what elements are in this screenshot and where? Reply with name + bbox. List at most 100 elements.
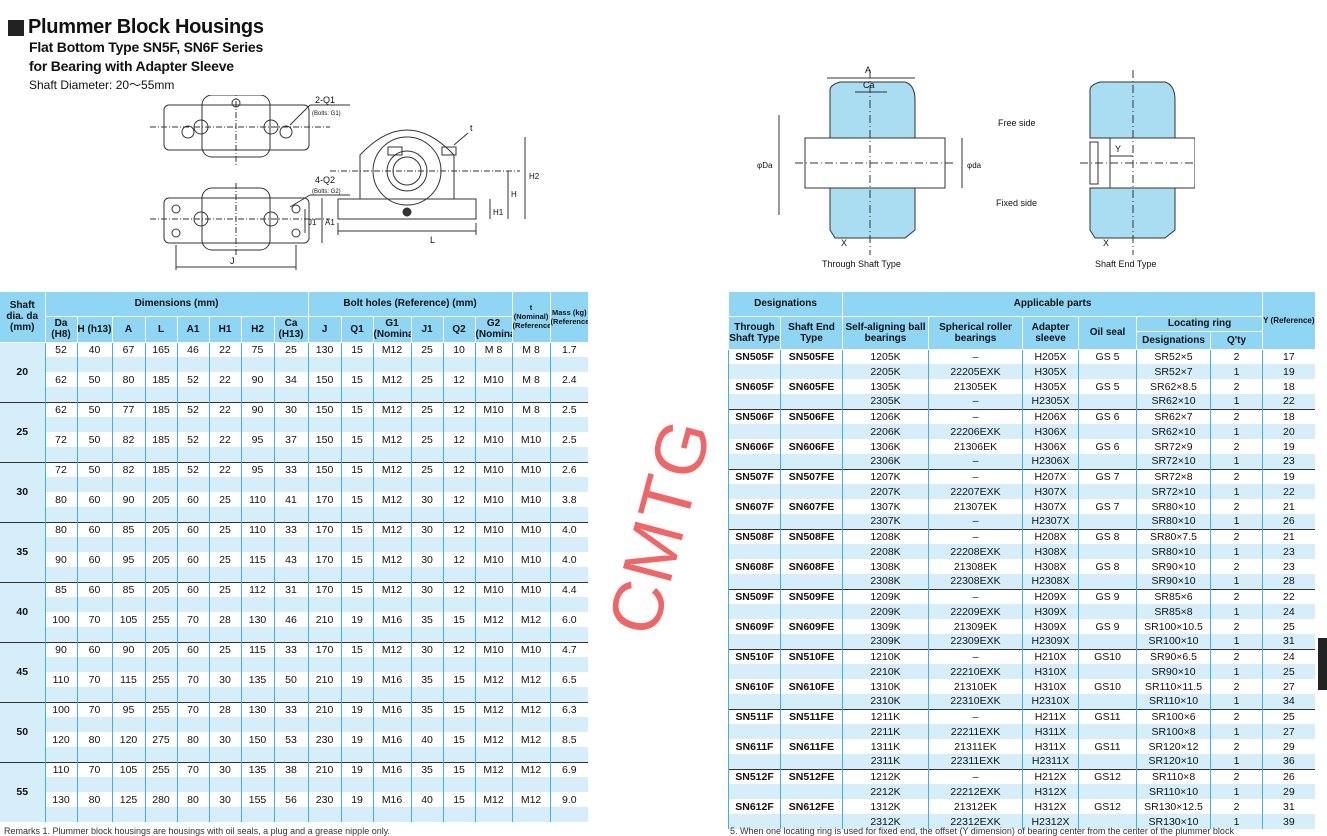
dim-cell: 82 xyxy=(111,432,145,447)
dim-cell xyxy=(111,687,145,702)
housing-end-designation: SN509FE xyxy=(779,588,843,604)
dim-cell: 12 xyxy=(442,641,476,657)
dim-cell: M10 xyxy=(474,432,513,447)
dim-cell: 6.0 xyxy=(549,612,589,627)
dim-cell: 80 xyxy=(76,732,112,747)
dim-cell: 12 xyxy=(442,581,476,597)
footer-remarks: Remarks 1. Plummer block housings are ho… xyxy=(4,826,391,836)
ring-designation: SR90×10 xyxy=(1136,664,1211,679)
adapter-sleeve: H307X xyxy=(1022,484,1079,499)
dim-cell xyxy=(273,687,309,702)
dim-cell xyxy=(144,657,177,672)
dim-cell: 35 xyxy=(410,612,444,627)
roller-bearing: – xyxy=(928,768,1023,784)
shaft-diameter: 40 xyxy=(0,581,45,642)
dim-cell xyxy=(372,777,412,792)
housing-through-designation: SN605F xyxy=(728,379,781,394)
dim-cell: 19 xyxy=(340,701,374,717)
ring-designation: SR110×10 xyxy=(1136,694,1211,709)
dim-cell: 135 xyxy=(240,672,274,687)
dim-cell: 12 xyxy=(442,521,476,537)
dim-cell xyxy=(372,447,412,462)
dim-cell: M12 xyxy=(474,732,513,747)
dim-cell xyxy=(273,567,309,582)
dim-cell xyxy=(176,507,209,522)
dim-cell xyxy=(307,447,342,462)
housing-through-designation: SN611F xyxy=(728,739,781,754)
oil-seal xyxy=(1078,724,1137,739)
dim-cell: 210 xyxy=(307,701,342,717)
shaft-diameter: 55 xyxy=(0,761,45,822)
ball-bearing: 1207K xyxy=(842,468,929,484)
housing-end-designation xyxy=(779,544,843,559)
roller-bearing: – xyxy=(928,394,1023,409)
dim-cell: M10 xyxy=(511,552,551,567)
dim-cell: 9.0 xyxy=(549,792,589,807)
dim-cell: 60 xyxy=(176,581,209,597)
dim-cell: 25 xyxy=(410,401,444,417)
dim-cell: M10 xyxy=(474,552,513,567)
housing-end-designation xyxy=(779,484,843,499)
dim-cell xyxy=(474,357,513,372)
dim-cell xyxy=(372,747,412,762)
dim-cell: 255 xyxy=(144,672,177,687)
dim-cell xyxy=(511,387,551,402)
housing-through-designation: SN610F xyxy=(728,679,781,694)
dim-cell: 38 xyxy=(273,761,309,777)
dim-cell xyxy=(340,777,374,792)
dim-cell: 33 xyxy=(273,521,309,537)
housing-end-designation xyxy=(779,814,843,829)
dim-cell: M 8 xyxy=(474,341,513,357)
ball-bearing: 1312K xyxy=(842,799,929,814)
adapter-sleeve: H2308X xyxy=(1022,574,1079,589)
oil-seal: GS12 xyxy=(1078,799,1137,814)
dim-cell xyxy=(144,807,177,822)
dim-cell: 40 xyxy=(410,792,444,807)
ring-qty: 1 xyxy=(1210,544,1263,559)
table-row xyxy=(0,657,589,672)
dim-cell xyxy=(474,657,513,672)
dim-cell xyxy=(442,447,476,462)
roller-bearing: – xyxy=(928,514,1023,529)
dim-cell xyxy=(208,507,241,522)
dim-cell xyxy=(111,567,145,582)
dim-cell: 72 xyxy=(44,461,77,477)
housing-through-designation: SN510F xyxy=(728,648,781,664)
through-caption: Through Shaft Type xyxy=(822,259,901,269)
housing-through-designation: SN608F xyxy=(728,559,781,574)
dim-cell: 115 xyxy=(111,672,145,687)
title-square-icon xyxy=(8,19,24,36)
dim-cell xyxy=(240,627,274,642)
ring-qty: 2 xyxy=(1210,439,1263,454)
dim-cell xyxy=(340,747,374,762)
dim-cell xyxy=(208,387,241,402)
housing-through-designation: SN512F xyxy=(728,768,781,784)
dim-cell: 22 xyxy=(208,341,241,357)
dim-cell xyxy=(44,717,77,732)
dim-cell xyxy=(273,447,309,462)
housing-through-designation xyxy=(728,634,781,649)
roller-bearing: 22210EXK xyxy=(928,664,1023,679)
header-col: Q1 xyxy=(340,316,374,343)
dim-cell: 115 xyxy=(240,641,274,657)
oil-seal: GS11 xyxy=(1078,708,1137,724)
dim-cell: 2.5 xyxy=(549,432,589,447)
y-value: 23 xyxy=(1262,544,1315,559)
dim-cell: 22 xyxy=(208,401,241,417)
dim-cell xyxy=(410,687,444,702)
y-value: 22 xyxy=(1262,394,1315,409)
dim-cell xyxy=(144,357,177,372)
table-row xyxy=(0,717,589,732)
housing-through-designation xyxy=(728,664,781,679)
dim-cell xyxy=(549,807,589,822)
bolts-g1-label: (Bolts: G1) xyxy=(312,111,341,117)
shaft-diameter: 50 xyxy=(0,701,45,762)
y-value: 26 xyxy=(1262,514,1315,529)
dim-cell xyxy=(474,597,513,612)
housing-through-designation: SN508F xyxy=(728,528,781,544)
